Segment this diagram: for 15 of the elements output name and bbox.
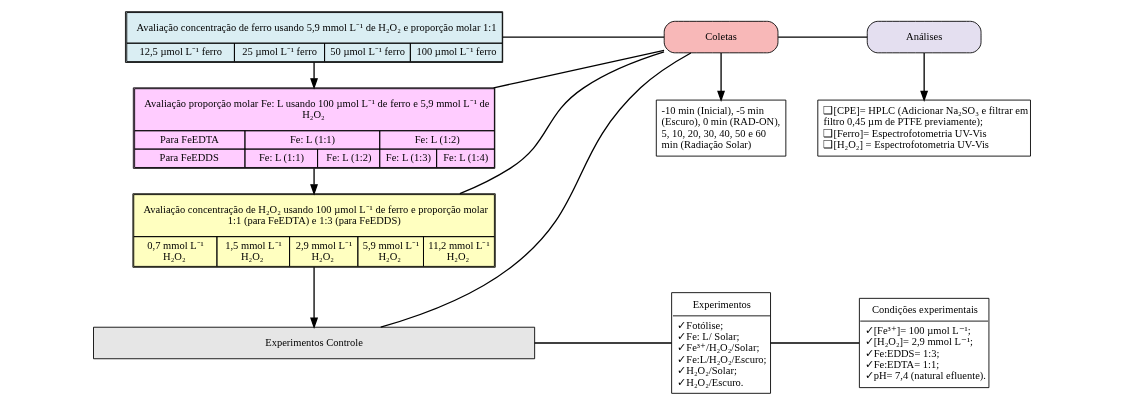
arrow <box>310 167 319 196</box>
connector <box>502 36 665 38</box>
arrow <box>310 61 319 90</box>
connector <box>493 49 665 89</box>
node-box: Coletas <box>663 20 779 54</box>
node-box: Análises <box>866 20 982 54</box>
connector <box>770 342 860 344</box>
connector <box>777 36 868 38</box>
node-box: Experimentos Controle <box>93 326 536 360</box>
connector <box>380 52 692 328</box>
arrow <box>310 266 319 329</box>
connector <box>534 342 673 344</box>
arrow <box>920 52 929 103</box>
arrow <box>717 52 726 103</box>
connector <box>459 51 665 195</box>
